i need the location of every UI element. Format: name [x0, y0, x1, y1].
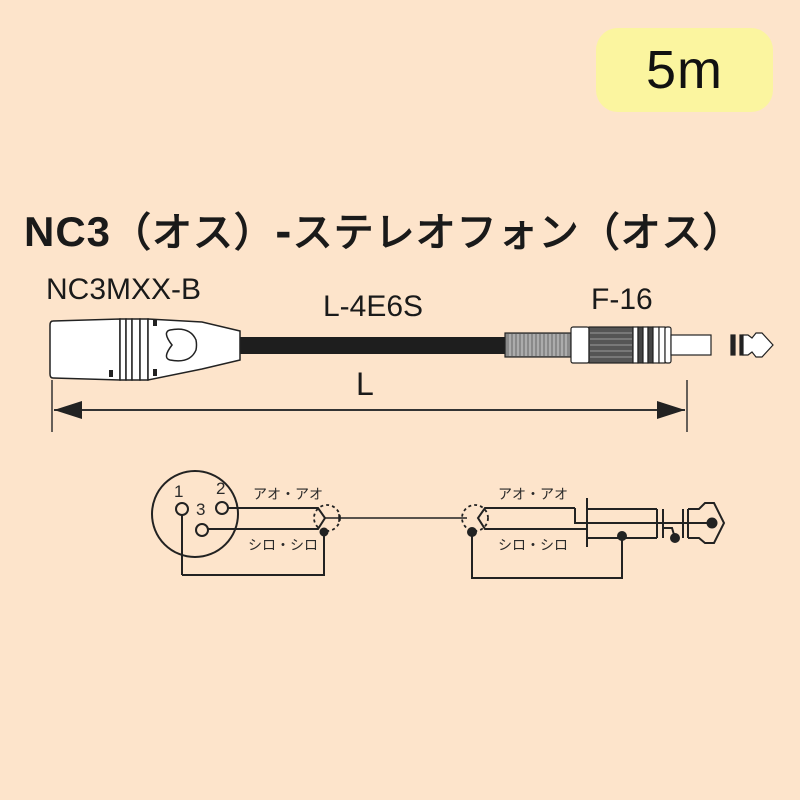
hot-wire-label-right: アオ・アオ: [498, 487, 568, 503]
length-dimension-label: L: [356, 366, 374, 402]
plug-wiring-diagram: [461, 498, 726, 579]
phone-plug-icon: [504, 326, 774, 364]
pin-3-label: 3: [196, 500, 206, 519]
length-value: 5m: [645, 40, 723, 100]
length-dimension-line: [51, 380, 688, 432]
hot-wire-label-left: アオ・アオ: [253, 487, 323, 503]
left-connector-label: NC3MXX-B: [46, 273, 202, 306]
title-description: （オス）-ステレオフォン（オス）: [111, 210, 744, 256]
right-connector-label: F-16: [591, 283, 653, 316]
cable-body: [236, 337, 506, 354]
cold-wire-label-left: シロ・シロ: [248, 538, 318, 554]
xlr-connector-icon: [49, 318, 241, 381]
xlr-wiring-diagram: [151, 470, 467, 576]
title-model: NC3: [24, 208, 112, 255]
page-title: NC3（オス）-ステレオフォン（オス）: [24, 200, 744, 258]
length-badge: 5m: [596, 28, 773, 112]
cold-wire-label-right: シロ・シロ: [498, 538, 568, 554]
pin-1-label: 1: [174, 482, 184, 501]
cable-label: L-4E6S: [323, 290, 424, 323]
pin-2-label: 2: [216, 479, 226, 498]
